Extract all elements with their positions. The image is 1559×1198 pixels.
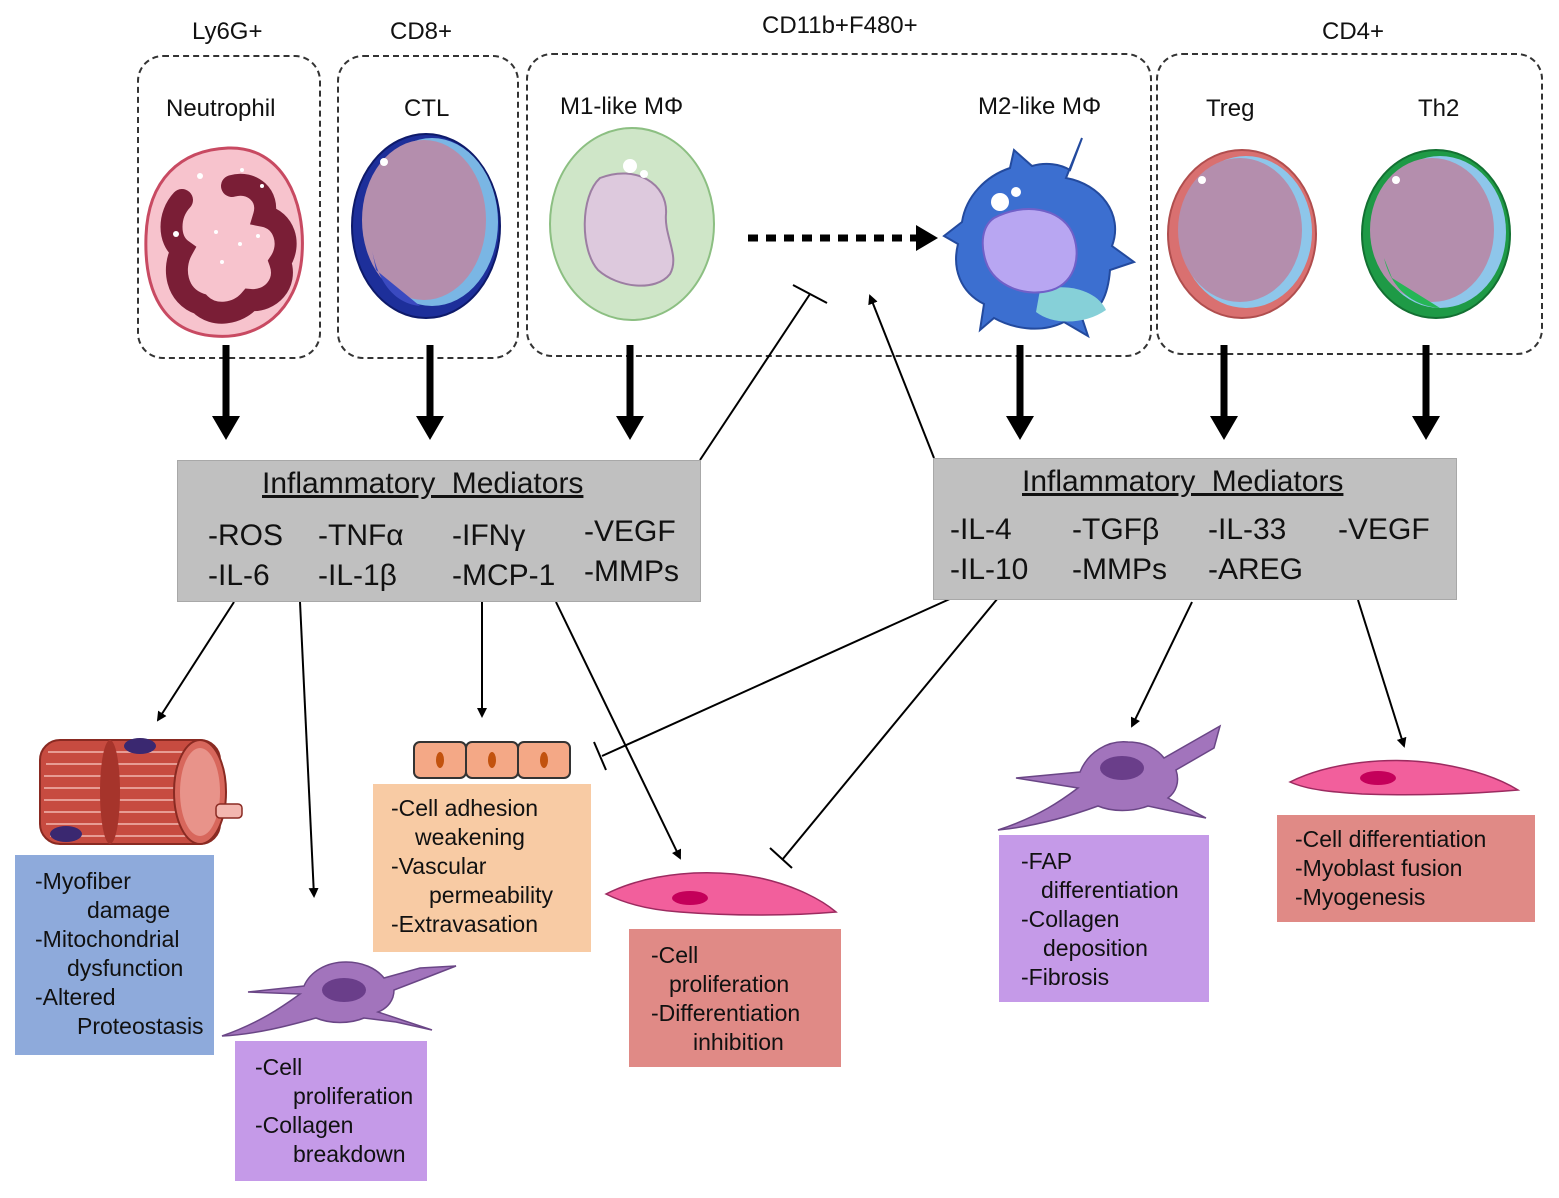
cell-label-treg: Treg: [1206, 95, 1255, 122]
effect-myoblast-right-line: -Myoblast fusion: [1295, 855, 1463, 881]
arrow-to-myofiber: [156, 601, 235, 722]
effect-endothelium-line: permeability: [429, 882, 553, 908]
effect-myoblast-right-line: -Myogenesis: [1295, 884, 1426, 910]
mediator-il6: -IL-6: [208, 559, 270, 592]
effect-fibroblast-left-line: breakdown: [293, 1141, 406, 1167]
myoblast-right-illustration: [1288, 759, 1521, 796]
group-box-cd11b: [526, 53, 1152, 357]
mediator-mmps-right: -MMPs: [1072, 553, 1167, 586]
fibroblast-left-illustration: [221, 961, 457, 1037]
arrow-to-myoblast-left: [555, 601, 682, 860]
cell-to-mediator-arrows: [222, 345, 1430, 420]
myoblast-left-illustration: [604, 872, 838, 916]
neutrophil-cell: [144, 146, 304, 338]
left-mediators-inhibit-polarization: [699, 284, 828, 461]
effect-endothelium-line: -Extravasation: [391, 911, 539, 937]
mediators-left-box: Inflammatory Mediators -ROS -IL-6 -TNFα …: [177, 460, 701, 602]
effect-box-fibroblast-left: -Cell proliferation -Collagen breakdown: [235, 1041, 427, 1181]
effect-box-myofiber: -Myofiber damage -Mitochondrial dysfunct…: [15, 855, 214, 1055]
effect-myofiber-line: -Altered: [35, 984, 116, 1010]
ctl-cell: [351, 133, 501, 319]
effect-fibroblast-left-line: -Cell: [255, 1054, 303, 1080]
mediator-il10: -IL-10: [950, 553, 1029, 586]
effect-box-myoblast-right: -Cell differentiation -Myoblast fusion -…: [1277, 815, 1535, 922]
cell-label-neutrophil: Neutrophil: [166, 95, 276, 122]
effect-endothelium-line: -Vascular: [391, 853, 487, 879]
mediator-areg: -AREG: [1208, 553, 1304, 586]
effect-myoblast-left-line: inhibition: [693, 1029, 784, 1055]
mediator-tnfa: -TNFα: [318, 519, 404, 552]
mediator-il33: -IL-33: [1208, 513, 1287, 546]
mediator-ifng: -IFNγ: [452, 519, 526, 552]
m2-macrophage-cell: [942, 137, 1137, 339]
effect-myoblast-left-line: proliferation: [669, 971, 790, 997]
mediator-tgfb: -TGFβ: [1072, 513, 1160, 546]
effect-fap-line: differentiation: [1041, 877, 1179, 903]
group-box-cd4: [1156, 53, 1543, 355]
cell-label-m2: M2-like MΦ: [978, 93, 1102, 120]
mediator-mcp1: -MCP-1: [452, 559, 556, 592]
right-mediators-inhibit-endothelium: [593, 597, 953, 771]
right-mediators-promote-m2: [868, 294, 935, 459]
mediators-right-box: Inflammatory Mediators -IL-4 -IL-10 -TGF…: [933, 458, 1457, 600]
th2-cell: [1361, 149, 1511, 319]
myofiber-illustration: [39, 738, 243, 845]
effect-box-endothelium: -Cell adhesion weakening -Vascular perme…: [373, 784, 591, 952]
mediator-ros: -ROS: [208, 519, 283, 552]
arrow-to-fibroblast-left: [299, 601, 319, 898]
treg-cell: [1167, 149, 1317, 319]
effect-myoblast-left-line: -Differentiation: [651, 1000, 801, 1026]
effect-fibroblast-left-line: proliferation: [293, 1083, 414, 1109]
mediator-vegf-right: -VEGF: [1338, 513, 1430, 546]
group-label-cd8: CD8+: [390, 18, 453, 45]
effect-fap-line: -Collagen: [1021, 906, 1120, 932]
cell-label-m1: M1-like MΦ: [560, 93, 684, 120]
effect-fap-line: deposition: [1043, 935, 1148, 961]
group-label-ly6g: Ly6G+: [192, 18, 263, 45]
effect-fap-line: -Fibrosis: [1021, 964, 1110, 990]
mediator-il1b: -IL-1β: [318, 559, 397, 592]
effect-myofiber-line: dysfunction: [67, 955, 184, 981]
fap-illustration: [997, 724, 1222, 831]
effect-box-fap: -FAP differentiation -Collagen depositio…: [999, 835, 1209, 1002]
endothelium-illustration: [413, 741, 571, 779]
effect-box-myoblast-left: -Cell proliferation -Differentiation inh…: [629, 929, 841, 1067]
effect-myofiber-line: -Myofiber: [35, 868, 131, 894]
group-label-cd11b: CD11b+F480+: [762, 12, 918, 39]
effect-myofiber-line: Proteostasis: [77, 1013, 204, 1039]
mediators-left-title: Inflammatory Mediators: [262, 467, 584, 500]
cell-label-ctl: CTL: [404, 95, 450, 122]
effect-fibroblast-left-line: -Collagen: [255, 1112, 354, 1138]
right-mediators-inhibit-myoblast: [769, 597, 999, 869]
mediators-right-title: Inflammatory Mediators: [1022, 465, 1344, 498]
effect-fap-line: -FAP: [1021, 848, 1073, 874]
effect-endothelium-line: weakening: [415, 824, 525, 850]
mediator-il4: -IL-4: [950, 513, 1012, 546]
mediator-mmps-left: -MMPs: [584, 555, 679, 588]
arrow-to-myoblast-right: [1357, 599, 1407, 748]
effect-myoblast-right-line: -Cell differentiation: [1295, 826, 1487, 852]
mediator-vegf-left: -VEGF: [584, 515, 676, 548]
m1-macrophage-cell: [549, 127, 715, 321]
group-label-cd4: CD4+: [1322, 18, 1385, 45]
arrow-to-fap: [1130, 601, 1193, 728]
effect-myofiber-line: damage: [87, 897, 171, 923]
cell-label-th2: Th2: [1418, 95, 1460, 122]
effect-myoblast-left-line: -Cell: [651, 942, 699, 968]
effect-endothelium-line: -Cell adhesion: [391, 795, 539, 821]
effect-myofiber-line: -Mitochondrial: [35, 926, 180, 952]
